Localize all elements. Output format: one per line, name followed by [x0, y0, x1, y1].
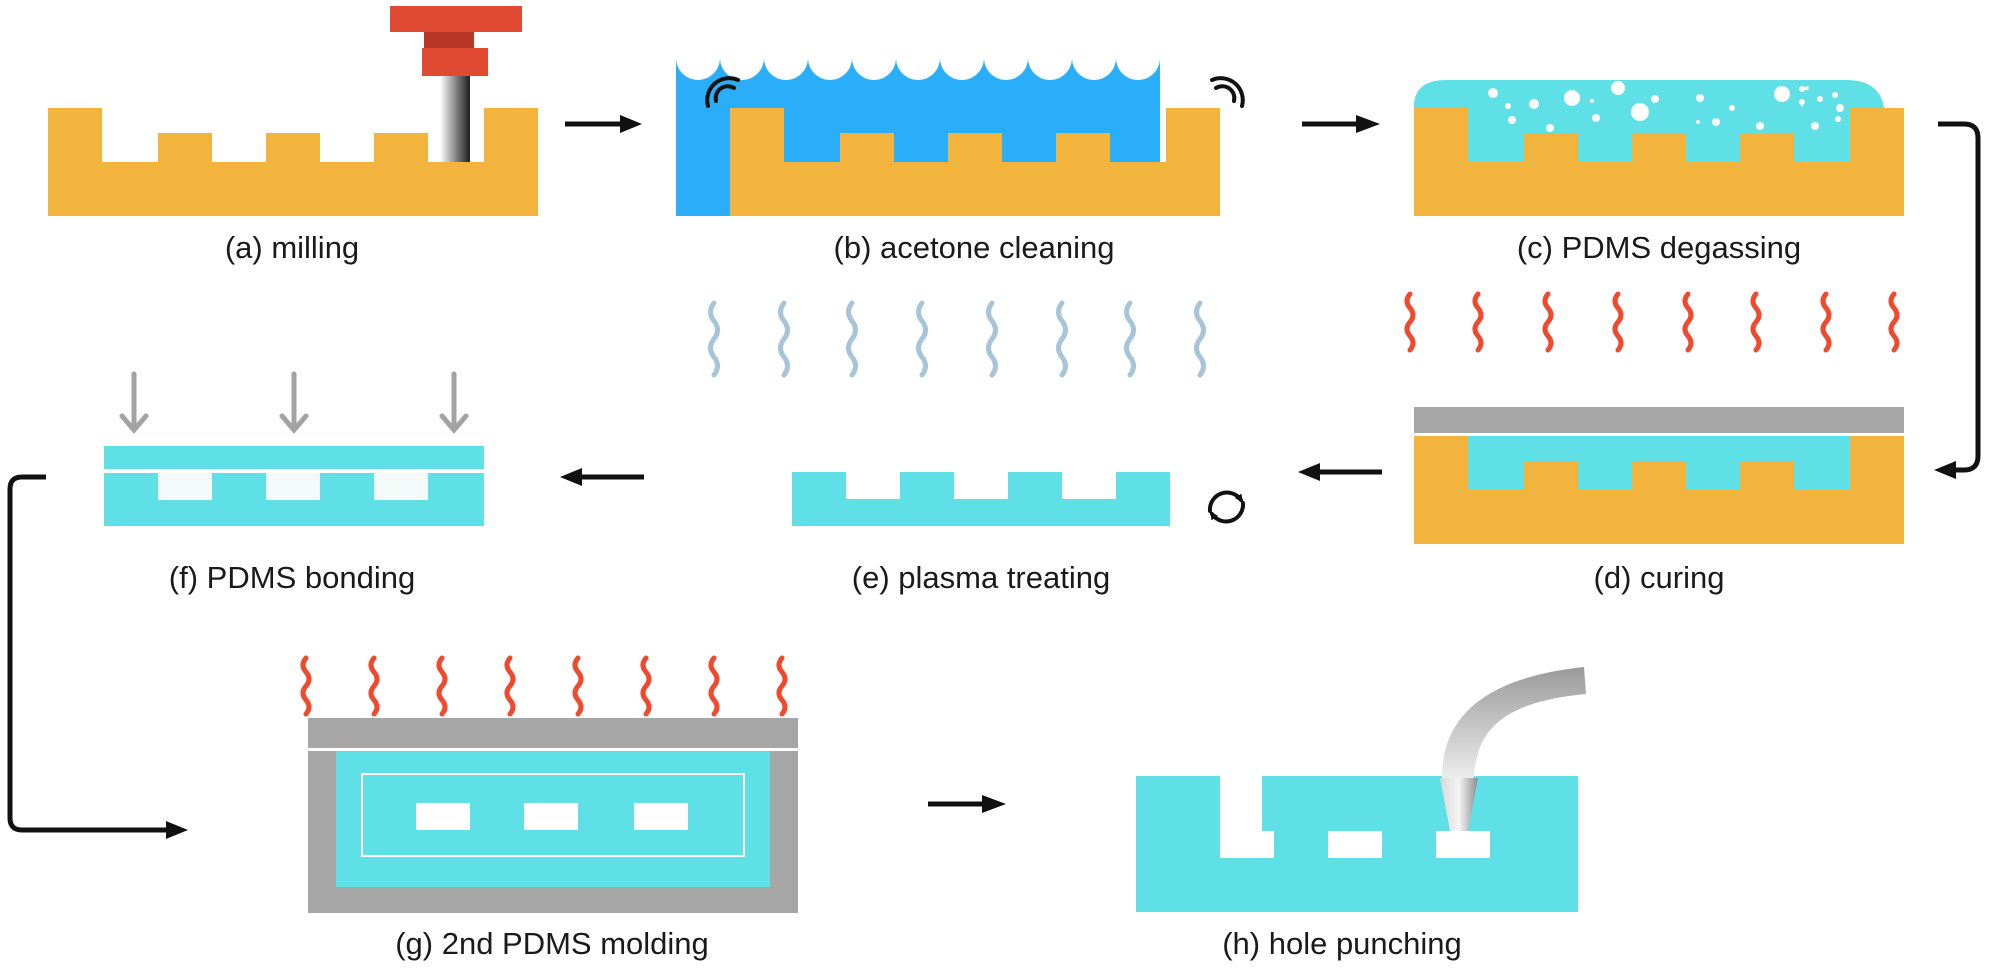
pdms-piece	[792, 472, 1170, 526]
embedded-device-outline	[361, 773, 745, 857]
punched-pdms-device	[1136, 776, 1578, 912]
step-c-pdms-degassing-illustration	[1414, 80, 1904, 216]
mold-with-pdms	[1414, 108, 1904, 216]
ultrasonic-left-icon	[705, 76, 740, 108]
caption-b-acetone-cleaning: (b) acetone cleaning	[833, 230, 1115, 265]
heat-waves	[300, 655, 788, 717]
arrow-a-to-b	[565, 115, 642, 133]
arrow-c-to-d	[1934, 121, 1981, 479]
caption-d-curing: (d) curing	[1593, 560, 1725, 595]
arrow-e-to-f	[560, 468, 644, 486]
mill-bit-icon	[440, 76, 470, 162]
caption-h-hole-punching: (h) hole punching	[1222, 926, 1462, 961]
aluminum-mold	[48, 108, 538, 216]
ultrasonic-right-icon	[1210, 76, 1245, 108]
cleaned-mold	[730, 108, 1220, 216]
cover-plate	[308, 718, 798, 748]
mill-handle	[390, 6, 522, 32]
arrow-f-to-g	[7, 474, 188, 839]
caption-c-pdms-degassing: (c) PDMS degassing	[1516, 230, 1802, 265]
step-b-acetone-cleaning-illustration	[676, 58, 1245, 216]
plasma-waves	[708, 300, 1206, 378]
press-arrows	[119, 371, 469, 434]
mold-under-pdms	[1414, 436, 1904, 544]
air-bubbles	[1488, 81, 1844, 132]
heat-waves	[1404, 291, 1900, 353]
step-a-milling-illustration	[48, 6, 538, 216]
bonded-channels	[158, 473, 428, 500]
cover-plate	[1414, 407, 1904, 433]
caption-e-plasma-treating: (e) plasma treating	[851, 560, 1111, 595]
mill-chuck	[422, 48, 488, 76]
step-f-pdms-bonding-illustration	[104, 371, 484, 526]
step-g-2nd-pdms-molding-illustration	[300, 655, 798, 913]
step-h-hole-punching-illustration	[1136, 667, 1586, 912]
caption-a-milling: (a) milling	[224, 230, 360, 265]
punch-tip-icon	[1440, 778, 1478, 831]
arrow-d-to-e	[1298, 463, 1382, 481]
bottom-pdms-layer	[104, 473, 484, 526]
rotate-icon	[1207, 490, 1246, 524]
embedded-channels	[416, 803, 688, 830]
flow-arrows	[7, 115, 1981, 839]
arrow-b-to-c	[1302, 115, 1380, 133]
caption-g-2nd-pdms-molding: (g) 2nd PDMS molding	[395, 926, 709, 961]
mill-collar	[424, 32, 474, 48]
arrow-g-to-h	[928, 795, 1006, 813]
step-e-plasma-treating-illustration	[708, 300, 1246, 526]
caption-f-pdms-bonding: (f) PDMS bonding	[168, 560, 416, 595]
punch-tube	[1442, 667, 1586, 778]
top-pdms-layer	[104, 446, 484, 469]
step-d-curing-illustration	[1404, 291, 1904, 544]
